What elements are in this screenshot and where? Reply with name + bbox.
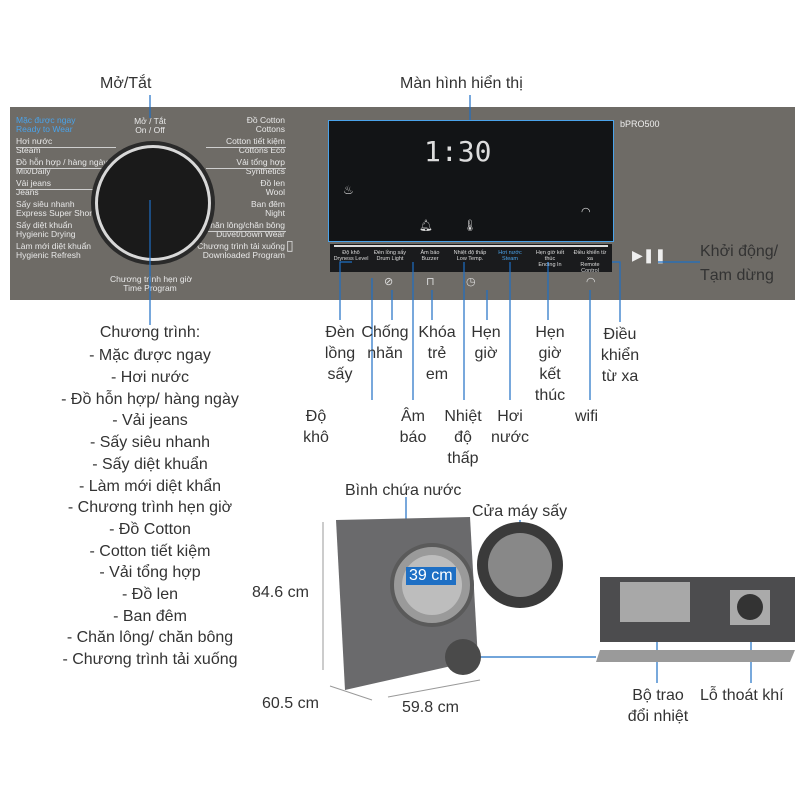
callout-air-vent: Lỗ thoát khí bbox=[700, 687, 784, 704]
height-dimension: 84.6 cm bbox=[252, 584, 309, 601]
program-item: - Đồ len bbox=[121, 586, 179, 603]
heat-exchanger-photo bbox=[596, 577, 795, 662]
display-screen: 1:30 ♨ 🔔︎ 🌡︎ ◠ bbox=[328, 120, 614, 242]
callout-timer: Hẹn giờ bbox=[471, 324, 501, 362]
program-item: - Sấy siêu nhanh bbox=[89, 434, 211, 451]
program-item: - Vải jeans bbox=[112, 412, 188, 429]
callout-drum-light: Đèn lồng sấy bbox=[324, 324, 356, 383]
steam-indicator-icon: ♨ bbox=[343, 183, 354, 197]
program-item: - Đồ hỗn hợp/ hàng ngày bbox=[61, 391, 239, 408]
callout-water-tank: Bình chứa nước bbox=[345, 482, 462, 499]
program-item: - Hơi nước bbox=[111, 369, 189, 386]
wifi-indicator-icon: ◠ bbox=[581, 206, 591, 218]
program-item: - Ban đêm bbox=[113, 608, 187, 625]
callout-buzzer: Âm báo bbox=[399, 408, 427, 446]
depth-dimension: 60.5 cm bbox=[262, 695, 319, 712]
programs-title: Chương trình: bbox=[99, 324, 201, 341]
lock-icon: ⊓ bbox=[426, 276, 435, 288]
callout-child-lock: Khóa trẻ em bbox=[418, 324, 456, 383]
drum-dimension: 39 cm bbox=[406, 567, 456, 585]
program-item: - Đồ Cotton bbox=[109, 521, 191, 538]
callout-remote: Điều khiển từ xa bbox=[600, 326, 640, 385]
callout-anti-crease: Chống nhăn bbox=[361, 324, 409, 362]
callout-ending: Hẹn giờ kết thúc bbox=[534, 324, 566, 404]
brand-label: bPRO500 bbox=[620, 119, 660, 129]
callout-dryness: Độ khô bbox=[303, 408, 329, 446]
callout-start-pause: Khởi động/Tạm dừng bbox=[700, 243, 779, 284]
callout-wifi: wifi bbox=[575, 408, 599, 425]
callout-steam: Hơi nước bbox=[490, 408, 530, 446]
clock-icon: ◷ bbox=[466, 276, 476, 288]
callout-door: Cửa máy sấy bbox=[472, 503, 568, 520]
phone-icon: ▯ bbox=[286, 237, 294, 253]
start-pause-button[interactable]: ▶❚❚ bbox=[632, 247, 667, 263]
width-dimension: 59.8 cm bbox=[402, 699, 459, 716]
callout-display: Màn hình hiển thị bbox=[400, 75, 523, 92]
program-item: - Làm mới diệt khẩn bbox=[78, 478, 222, 495]
time-readout: 1:30 bbox=[424, 135, 492, 168]
callout-power: Mở/Tắt bbox=[100, 75, 152, 92]
program-item: - Chăn lông/ chăn bông bbox=[66, 629, 234, 646]
program-item: - Cotton tiết kiệm bbox=[89, 543, 211, 560]
dryer-body bbox=[336, 517, 563, 690]
bell-icon: 🔔︎ bbox=[419, 220, 433, 232]
callout-heat-exchanger: Bộ trao đổi nhiệt bbox=[627, 687, 689, 725]
callout-low-temp: Nhiệt độ thấp bbox=[444, 408, 482, 467]
anti-crease-icon: ⊘ bbox=[384, 276, 394, 288]
program-item: - Chương trình hẹn giờ bbox=[67, 499, 233, 516]
wifi-icon: ◠ bbox=[586, 276, 596, 288]
program-item: - Chương trình tải xuống bbox=[62, 651, 238, 668]
program-item: - Mặc được ngay bbox=[89, 347, 211, 364]
program-item: - Sấy diệt khuẩn bbox=[92, 456, 208, 473]
program-item: - Vải tổng hợp bbox=[99, 564, 201, 581]
thermometer-icon: 🌡︎ bbox=[463, 220, 477, 232]
program-dial[interactable] bbox=[95, 145, 211, 261]
